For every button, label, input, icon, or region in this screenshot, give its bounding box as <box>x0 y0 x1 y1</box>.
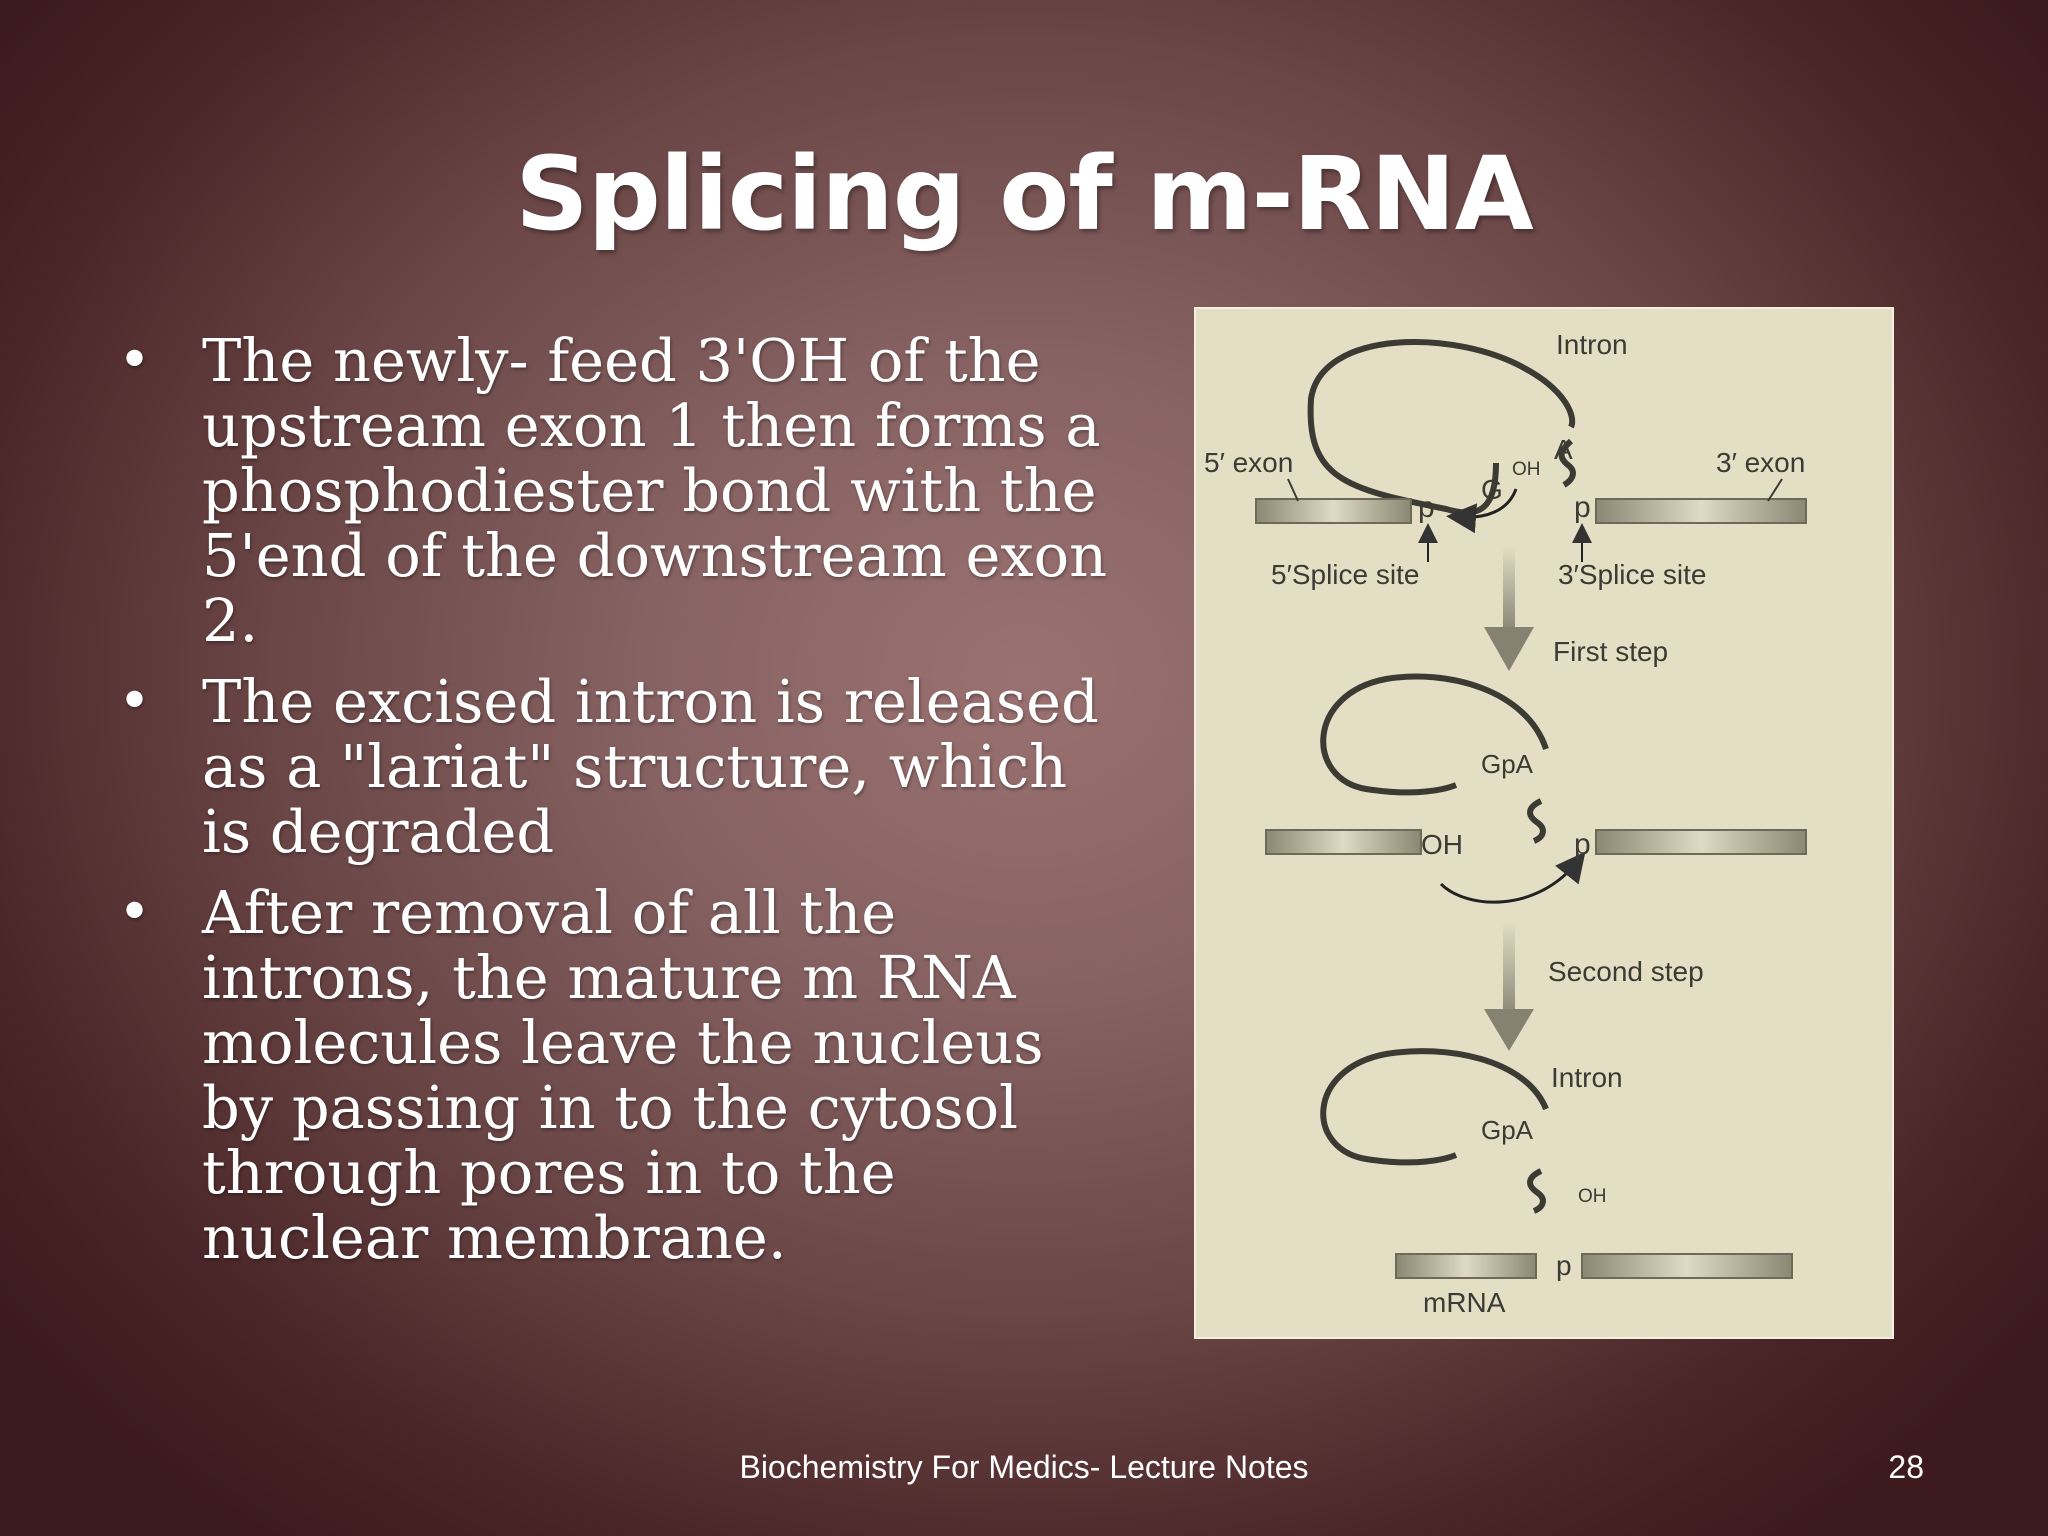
lariat-loop-1 <box>1320 673 1549 796</box>
ligation-arrow <box>1439 851 1586 904</box>
bullet-text: After removal of all the introns, the ma… <box>202 878 1044 1272</box>
label-second-step: Second step <box>1548 956 1704 987</box>
nucleophilic-attack-arrow <box>1446 488 1518 534</box>
lariat-loop-2 <box>1320 1048 1549 1166</box>
label-intron-bottom: Intron <box>1551 1062 1623 1093</box>
bullet-marker: • <box>118 669 152 734</box>
first-step-shaft <box>1503 545 1515 635</box>
label-g: G <box>1481 474 1503 505</box>
mrna-exon-2 <box>1581 1253 1793 1279</box>
exon-1-step2 <box>1265 829 1422 855</box>
label-gpa-1: GpA <box>1481 749 1534 779</box>
exon5-pointer <box>1287 478 1299 502</box>
label-p-1: p <box>1418 491 1435 524</box>
bullet-item: • The excised intron is released as a "l… <box>118 669 1118 864</box>
label-mrna: mRNA <box>1423 1287 1506 1318</box>
label-gpa-2: GpA <box>1481 1115 1534 1145</box>
bullet-item: • After removal of all the introns, the … <box>118 880 1118 1270</box>
second-step-arrowhead <box>1484 1009 1534 1051</box>
bullet-marker: • <box>118 328 152 393</box>
slide-title: Splicing of m-RNA <box>515 135 1533 254</box>
lariat-tail-1 <box>1527 798 1546 844</box>
bullet-marker: • <box>118 880 152 945</box>
label-splice3: 3′Splice site <box>1558 559 1706 590</box>
first-step-arrowhead <box>1484 627 1534 671</box>
lariat-tail-2 <box>1527 1168 1546 1214</box>
intron-tail <box>1558 438 1576 488</box>
second-step-shaft <box>1503 921 1515 1021</box>
label-p-2: p <box>1574 491 1591 524</box>
label-a: A <box>1554 434 1573 465</box>
label-first-step: First step <box>1553 636 1668 667</box>
label-exon3: 3′ exon <box>1716 447 1805 478</box>
label-oh-2: OH <box>1421 829 1463 860</box>
splicing-diagram: Intron 5′ exon 3′ exon G A OH p p 5′Spli… <box>1194 307 1894 1339</box>
label-intron-top: Intron <box>1556 329 1628 360</box>
label-exon5: 5′ exon <box>1204 447 1293 478</box>
label-oh-1: OH <box>1512 459 1541 480</box>
label-oh-3: OH <box>1578 1186 1607 1207</box>
bullet-item: • The newly- feed 3'OH of the upstream e… <box>118 328 1118 653</box>
intron-loop <box>1307 339 1576 516</box>
page-number: 28 <box>1888 1449 1924 1485</box>
mrna-exon-1 <box>1395 1253 1537 1279</box>
exon3-pointer <box>1767 478 1783 502</box>
exon-1 <box>1255 498 1412 524</box>
slide-footer: Biochemistry For Medics- Lecture Notes <box>739 1449 1309 1485</box>
splicing-diagram-svg: Intron 5′ exon 3′ exon G A OH p p 5′Spli… <box>1204 329 1807 1318</box>
label-p-4: p <box>1556 1250 1572 1281</box>
exon-2 <box>1595 498 1807 524</box>
bullet-text: The newly- feed 3'OH of the upstream exo… <box>202 326 1108 655</box>
bullet-text: The excised intron is released as a "lar… <box>202 667 1099 866</box>
exon-2-step2 <box>1595 829 1807 855</box>
label-splice5: 5′Splice site <box>1271 559 1419 590</box>
bullet-list: • The newly- feed 3'OH of the upstream e… <box>118 328 1118 1286</box>
label-p-3: p <box>1574 828 1591 861</box>
